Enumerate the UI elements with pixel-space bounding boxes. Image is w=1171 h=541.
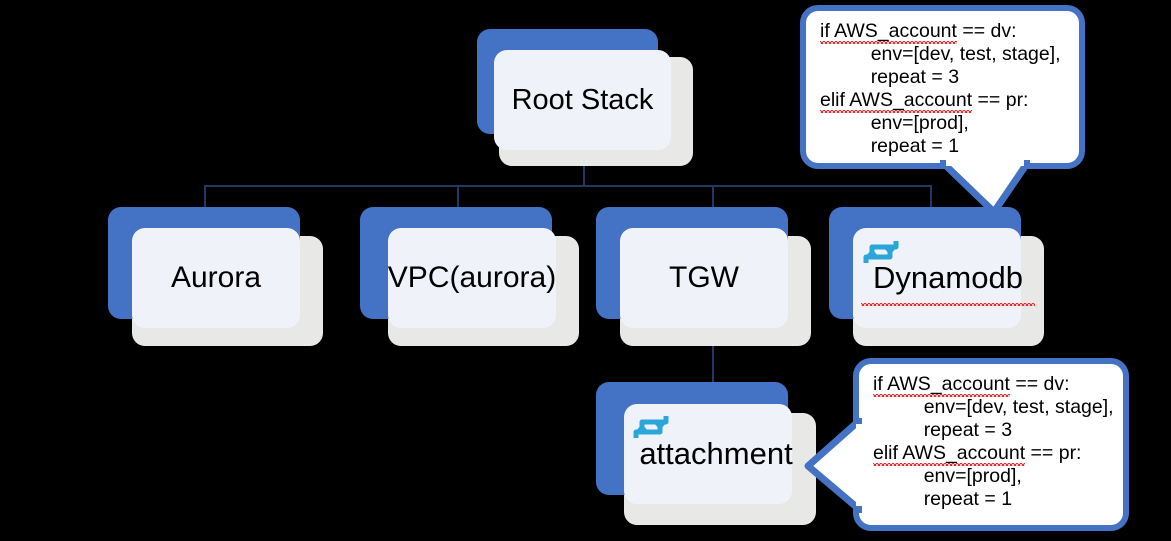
loop-repeat-icon <box>629 408 673 446</box>
node-aurora[interactable]: Aurora <box>108 207 323 346</box>
connector-drop-tgw <box>712 185 714 208</box>
node-label-vpc-aurora: VPC(aurora) <box>387 261 557 294</box>
callout-attachment-tail <box>800 416 864 514</box>
node-vpc-aurora[interactable]: VPC(aurora) <box>360 207 579 346</box>
callout-line: if AWS_account == dv: <box>820 20 1017 44</box>
connector-tgw-to-attachment <box>712 345 714 383</box>
node-tgw[interactable]: TGW <box>596 207 811 346</box>
callout-line: repeat = 3 <box>870 66 960 88</box>
callout-line: elif AWS_account == pr: <box>873 442 1082 466</box>
connector-drop-vpc <box>457 185 459 208</box>
callout-line: env=[dev, test, stage], <box>923 396 1114 418</box>
node-label-root-stack: Root Stack <box>511 83 654 116</box>
callout-line: elif AWS_account == pr: <box>820 89 1029 113</box>
card-layer-face <box>388 228 556 328</box>
card-layer-face <box>132 228 300 328</box>
node-label-tgw: TGW <box>669 261 739 294</box>
spellcheck-word: elif AWS_account <box>820 89 973 113</box>
connector-drop-aurora <box>204 185 206 208</box>
connector-root-down <box>583 165 585 186</box>
callout-line: env=[prod], <box>870 112 969 134</box>
callout-attachment-lines: if AWS_account == dv: env=[dev, test, st… <box>859 364 1123 516</box>
node-label-aurora: Aurora <box>170 261 262 294</box>
card-layer-face <box>620 228 788 328</box>
connector-horizontal-bus <box>204 185 932 187</box>
spellcheck-word: if AWS_account <box>873 373 1010 397</box>
spellcheck-word: elif AWS_account <box>873 442 1026 466</box>
node-dynamodb[interactable]: Dynamodb <box>829 207 1044 346</box>
loop-repeat-icon <box>859 233 903 271</box>
node-label-dynamodb: Dynamodb <box>853 228 1043 328</box>
node-label-attachment: attachment <box>639 436 793 471</box>
node-attachment[interactable]: attachment <box>596 382 816 525</box>
callout-line: repeat = 1 <box>923 488 1013 510</box>
spellcheck-word: if AWS_account <box>820 20 957 44</box>
callout-line: repeat = 3 <box>923 419 1013 441</box>
callout-dynamodb-tail <box>938 158 1032 216</box>
callout-line: env=[prod], <box>923 465 1022 487</box>
callout-line: repeat = 1 <box>870 135 960 157</box>
callout-line: env=[dev, test, stage], <box>870 43 1061 65</box>
callout-dynamodb: if AWS_account == dv: env=[dev, test, st… <box>800 5 1085 169</box>
callout-dynamodb-lines: if AWS_account == dv: env=[dev, test, st… <box>806 11 1079 163</box>
connector-drop-dynamodb <box>930 185 932 208</box>
callout-line: if AWS_account == dv: <box>873 373 1070 397</box>
callout-attachment: if AWS_account == dv: env=[dev, test, st… <box>853 358 1129 531</box>
card-layer-face <box>494 50 671 150</box>
node-root-stack[interactable]: Root Stack <box>477 29 693 166</box>
